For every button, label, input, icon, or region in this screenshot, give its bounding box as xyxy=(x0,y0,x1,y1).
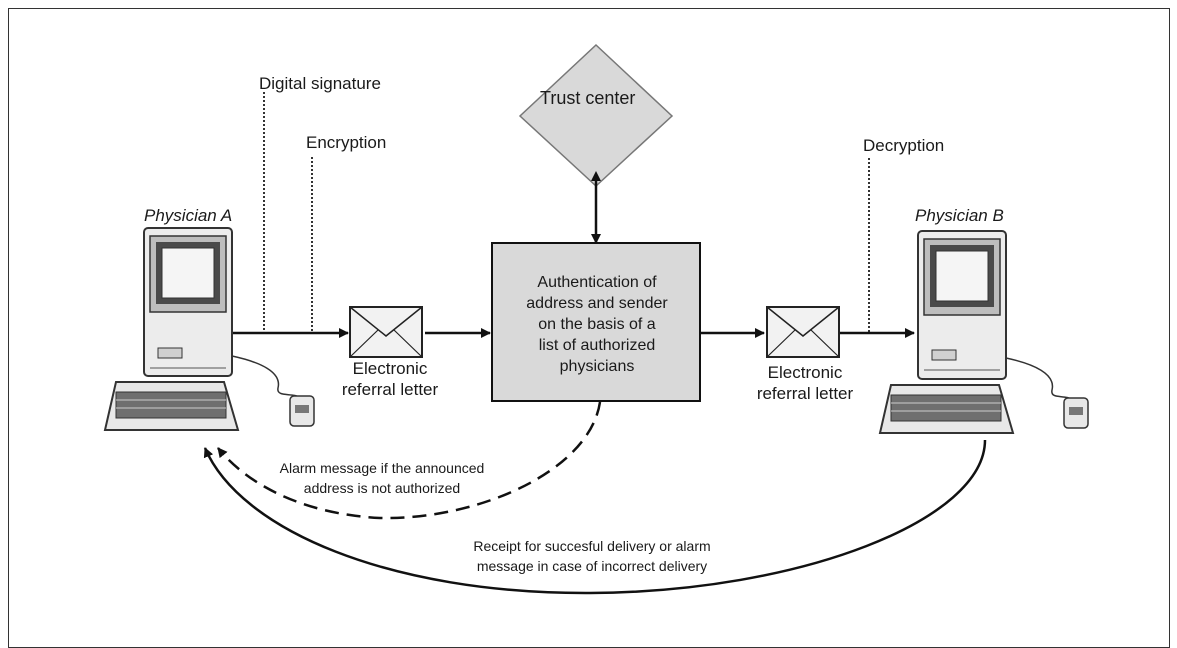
alarm-label: Alarm message if the announced address i… xyxy=(252,458,512,498)
letter-right-line: referral letter xyxy=(756,384,854,403)
authentication-line: physicians xyxy=(559,358,635,375)
letter-left-label: Electronic referral letter xyxy=(330,358,450,400)
alarm-line: address is not authorized xyxy=(303,480,461,496)
physician-a-label: Physician A xyxy=(144,206,233,225)
receipt-label: Receipt for succesful delivery or alarm … xyxy=(432,536,752,576)
decryption-label: Decryption xyxy=(863,136,945,155)
envelope-icon xyxy=(349,306,423,358)
computer-icon xyxy=(103,227,301,431)
letter-right-label: Electronic referral letter xyxy=(740,362,870,404)
diagram-canvas xyxy=(103,43,1089,595)
receipt-line: message in case of incorrect delivery xyxy=(476,558,708,574)
digital-signature-label: Digital signature xyxy=(259,74,381,93)
authentication-line: address and sender xyxy=(526,295,668,312)
letter-left-line: Electronic xyxy=(352,359,428,378)
mouse-icon xyxy=(289,395,315,427)
authentication-line: on the basis of a xyxy=(538,316,656,333)
mouse-icon xyxy=(1063,397,1089,429)
authentication-box xyxy=(491,242,701,402)
physician-b-label: Physician B xyxy=(915,206,1004,225)
letter-right-line: Electronic xyxy=(767,363,843,382)
alarm-dashed-arrow xyxy=(217,401,602,520)
authentication-line: list of authorized xyxy=(538,337,656,354)
encryption-label: Encryption xyxy=(306,133,387,152)
receipt-line: Receipt for succesful delivery or alarm xyxy=(473,538,711,554)
computer-icon xyxy=(878,230,1073,434)
authentication-line: Authentication of xyxy=(537,274,657,291)
trust-center-diamond xyxy=(518,43,674,188)
trust-center-label: Trust center xyxy=(540,88,636,108)
envelope-icon xyxy=(766,306,840,358)
alarm-line: Alarm message if the announced xyxy=(279,460,485,476)
authentication-text: Authentication of address and sender on … xyxy=(496,272,698,377)
receipt-arrow xyxy=(203,439,987,595)
letter-left-line: referral letter xyxy=(341,380,439,399)
